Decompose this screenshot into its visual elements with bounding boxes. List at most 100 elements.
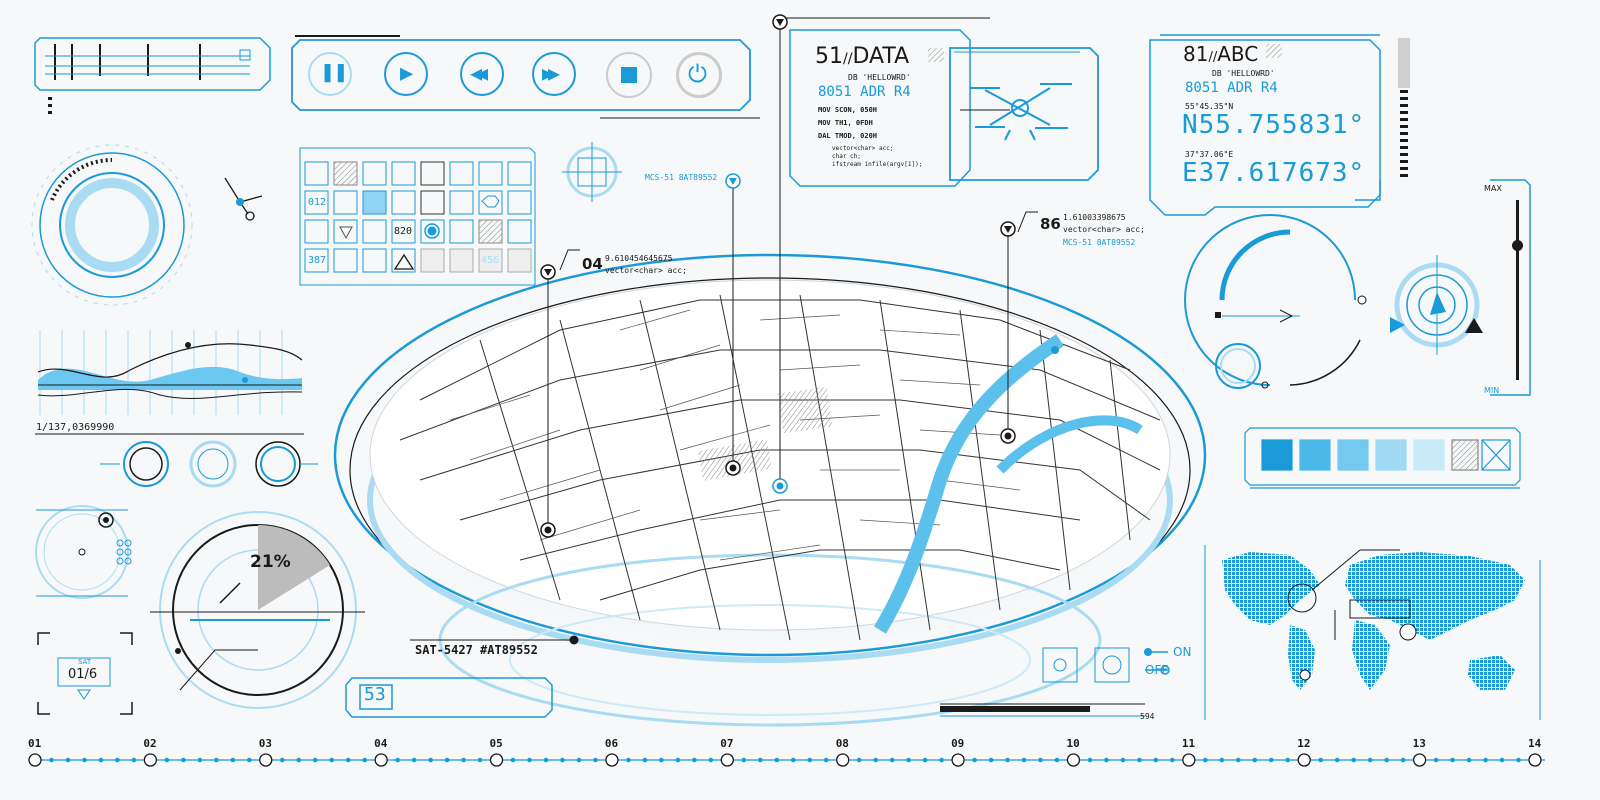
data-panel-label: DATA — [852, 44, 910, 69]
crosshair-target — [562, 142, 622, 202]
timeline-label: 14 — [1528, 737, 1542, 750]
world-map-overlay — [1287, 549, 1417, 681]
pin-86-value: 1.61003398675 — [1063, 213, 1126, 222]
timeline-tick — [626, 757, 631, 763]
timeline-tick — [807, 757, 813, 763]
forward-button[interactable]: ▶▶ — [532, 52, 576, 96]
timeline-label: 04 — [374, 737, 388, 750]
timeline-tick — [279, 757, 285, 763]
timeline-tick — [642, 757, 648, 763]
ring-indicators — [100, 440, 318, 488]
frame-buttons — [1042, 647, 1130, 683]
swatch-panel — [1244, 427, 1521, 489]
timeline-tick — [1252, 757, 1258, 763]
timeline-node[interactable] — [143, 753, 158, 767]
timeline-node[interactable] — [720, 753, 734, 767]
sat-counter: 01/6 — [68, 667, 98, 682]
rewind-icon: ◀◀ — [470, 61, 488, 85]
grid-cell-820: 820 — [394, 226, 413, 237]
timeline-node[interactable] — [28, 753, 42, 767]
coord-panel-title: 81//ABC — [1183, 42, 1259, 66]
timeline-tick — [477, 757, 483, 763]
timeline-node[interactable] — [259, 753, 273, 767]
radial-dial-right — [1184, 214, 1367, 389]
timeline-tick — [1334, 757, 1340, 763]
timeline-node[interactable] — [374, 753, 388, 767]
pin-04-number: 04 — [582, 255, 603, 273]
timeline-tick — [576, 757, 582, 763]
timeline-dots — [28, 753, 1542, 767]
timeline-label: 11 — [1181, 737, 1196, 750]
data-panel-db: DB 'HELLOWRD' — [848, 73, 911, 82]
timeline-node[interactable] — [1412, 753, 1427, 767]
on-label[interactable]: ON — [1173, 645, 1192, 659]
pause-button[interactable]: ❚❚ — [308, 52, 352, 96]
timeline-tick — [1021, 757, 1027, 763]
hatch-mark-2 — [1266, 44, 1282, 58]
timeline-tick — [1450, 757, 1455, 763]
timeline-tick — [972, 757, 977, 763]
timeline-node[interactable] — [1182, 753, 1196, 767]
timeline-tick — [1120, 757, 1126, 763]
max-min-slider-frame — [1490, 179, 1531, 396]
timeline-tick — [98, 757, 104, 763]
timeline-tick — [197, 757, 203, 763]
coord-panel-label: ABC — [1217, 42, 1259, 66]
timeline-tick — [560, 757, 565, 763]
counter-panel — [345, 677, 553, 718]
pin-04-code: vector<char> acc; — [605, 266, 687, 275]
timeline-tick — [1104, 757, 1109, 763]
rewind-button[interactable]: ◀◀ — [460, 52, 504, 96]
timeline-tick — [115, 757, 120, 763]
slider-min-label: MIN — [1484, 386, 1500, 395]
timeline-label: 03 — [258, 737, 273, 750]
power-button[interactable]: ⏻ — [676, 52, 722, 98]
timeline-node[interactable] — [836, 753, 850, 767]
timeline-node[interactable] — [1528, 753, 1542, 767]
power-icon: ⏻ — [688, 60, 707, 88]
timeline-node[interactable] — [1297, 753, 1311, 767]
readout-value: 1/137,0369990 — [36, 422, 115, 433]
timeline-tick — [1038, 757, 1043, 763]
grid-cell-012: 012 — [308, 197, 327, 208]
pin-86-code: vector<char> acc; — [1063, 225, 1145, 234]
timeline-tick — [741, 757, 747, 763]
mcs-tag: MCS-51 8AT89552 — [645, 173, 718, 182]
target-circle — [35, 505, 132, 599]
play-button[interactable]: ▶ — [384, 52, 428, 96]
timeline-tick — [246, 757, 252, 763]
map-pins — [547, 17, 1038, 527]
stop-button[interactable] — [606, 52, 652, 98]
timeline-tick — [1483, 757, 1488, 763]
timeline-tick — [659, 757, 664, 763]
timeline-node[interactable] — [605, 753, 619, 767]
percent-gauge — [150, 511, 365, 709]
timeline-label: 09 — [951, 737, 965, 750]
timeline-tick — [675, 757, 681, 763]
vertical-slider-track[interactable] — [1512, 200, 1523, 380]
wave-chart — [37, 330, 303, 415]
longitude-decimal: E37.617673° — [1182, 158, 1366, 188]
timeline-node[interactable] — [1066, 753, 1081, 767]
media-bar — [291, 35, 760, 119]
data-panel-title: 51//DATA — [815, 44, 910, 69]
vertical-slider-knob[interactable] — [1512, 240, 1523, 251]
pin-86-tag: MCS-51 8AT89552 — [1063, 238, 1136, 247]
bottom-progress — [940, 703, 1145, 717]
timeline-tick — [164, 757, 170, 763]
pin-86-number: 86 — [1040, 215, 1061, 233]
timeline-tick — [790, 757, 796, 763]
timeline-tick — [1153, 757, 1159, 763]
sat-bracket — [37, 632, 133, 715]
off-label[interactable]: OFF — [1145, 663, 1169, 677]
latitude-decimal: N55.755831° — [1182, 110, 1366, 140]
timeline-node[interactable] — [951, 753, 965, 767]
progress-value: 594 — [1140, 712, 1155, 721]
coord-panel-frame — [1149, 34, 1381, 216]
timeline-node[interactable] — [489, 753, 504, 767]
data-panel-frame — [789, 29, 1099, 187]
timeline-tick — [708, 757, 714, 763]
timeline-label: 05 — [489, 737, 503, 750]
timeline-tick — [1005, 757, 1010, 763]
